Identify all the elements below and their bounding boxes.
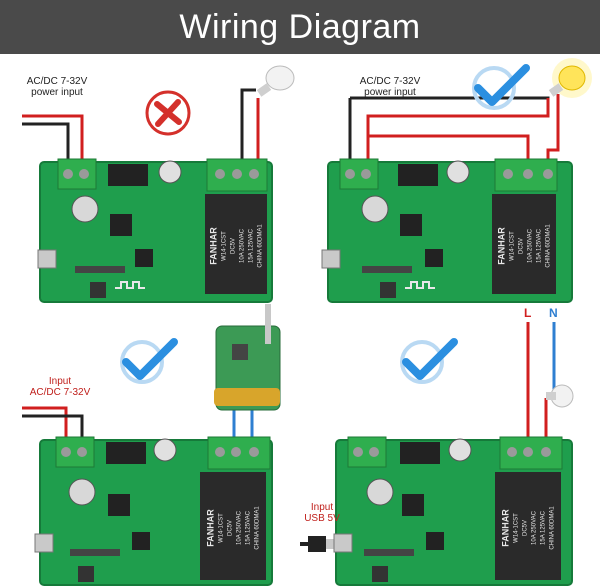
relay-text-line: FANHAR [501, 509, 511, 547]
relay-text-line: 15A 125VAC [246, 510, 252, 545]
check-icon [120, 338, 178, 384]
relay-text-line: FANHAR [206, 509, 216, 547]
page-title: Wiring Diagram [179, 7, 421, 46]
relay-text-line: DC5V [228, 520, 234, 536]
power-input-label: AC/DC 7-32V power input [359, 76, 421, 98]
relay-text-line: 10A 250VAC [528, 228, 534, 263]
power-input-label: AC/DC 7-32V power input [26, 76, 88, 98]
relay-text-line: CHINA 60DMA1 [546, 224, 552, 268]
relay-text-line: 15A 125VAC [249, 228, 255, 263]
input-usb-label: Input USB 5V [304, 502, 340, 524]
relay-text-line: 15A 125VAC [537, 228, 543, 263]
relay-text-line: CHINA 60DMA1 [258, 224, 264, 268]
relay-text-line: 10A 250VAC [240, 228, 246, 263]
live-label: L [524, 306, 532, 320]
relay-text-line: FANHAR [497, 227, 507, 265]
check-icon [472, 64, 530, 110]
relay-text-line: DC5V [523, 520, 529, 536]
check-icon [400, 338, 458, 384]
cross-icon [145, 90, 191, 136]
relay-text-line: FANHAR [209, 227, 219, 265]
neutral-label: N [549, 306, 558, 320]
relay-text-line: DC5V [519, 238, 525, 254]
header-bar: Wiring Diagram [0, 0, 600, 54]
relay-text-line: W14-1CST [514, 513, 520, 543]
relay-text-line: CHINA 60DMA1 [255, 506, 261, 550]
relay-text-line: W14-1CST [219, 513, 225, 543]
relay-text-line: W14-1CST [510, 231, 516, 261]
relay-text-line: DC5V [231, 238, 237, 254]
relay-text-line: CHINA 60DMA1 [550, 506, 556, 550]
relay-text-line: W14-1CST [222, 231, 228, 261]
relay-text-line: 10A 250VAC [532, 510, 538, 545]
relay-text-line: 15A 125VAC [541, 510, 547, 545]
relay-text-line: 10A 250VAC [237, 510, 243, 545]
input-voltage-label: Input AC/DC 7-32V [29, 376, 91, 398]
